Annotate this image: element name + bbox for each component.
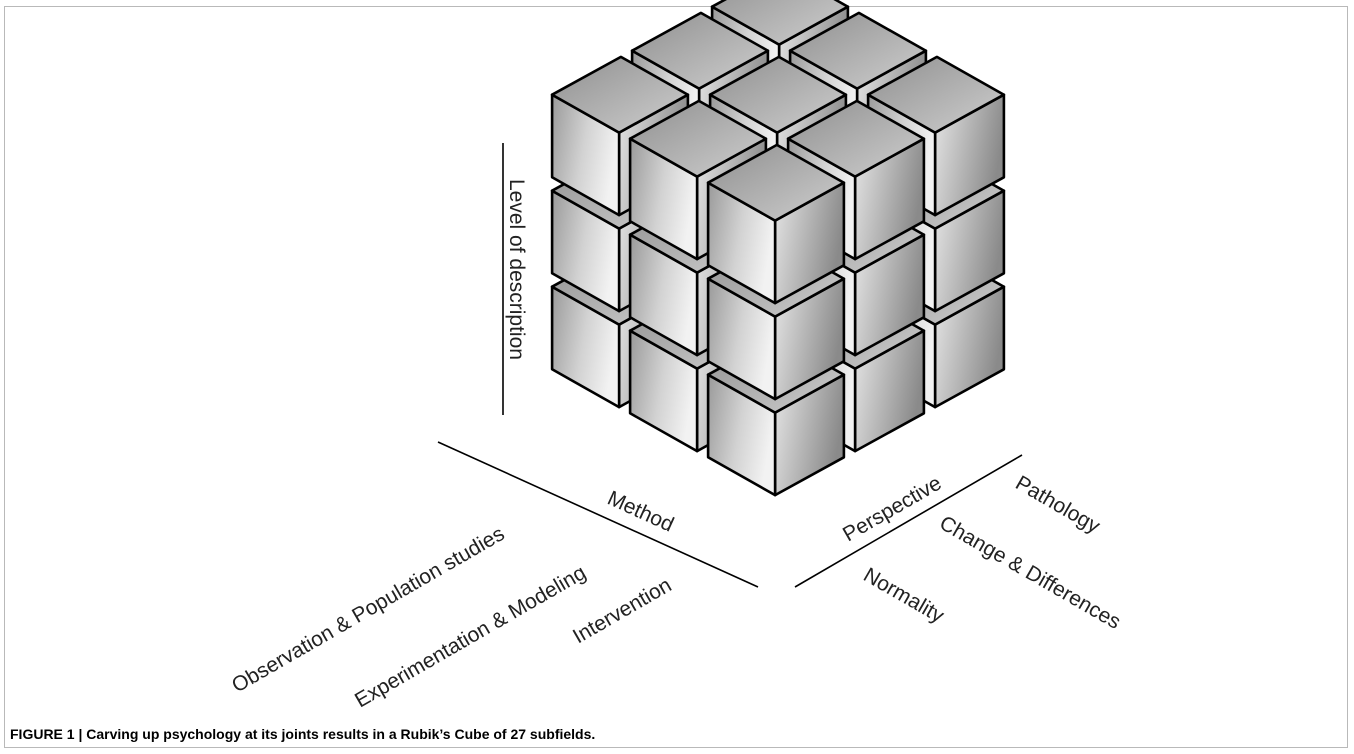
block-2-0-0-top-face	[550, 55, 690, 134]
perspective-axis-line	[794, 454, 1023, 588]
block-2-1-0-top-face	[630, 11, 770, 90]
method-level-observation: Observation & Population studies	[228, 522, 508, 697]
cube-blocks	[550, 0, 1006, 497]
method-axis-line	[437, 441, 759, 588]
method-level-experimentation: Experimentation & Modeling	[351, 561, 590, 712]
block-1-1-0-top-face	[708, 55, 848, 134]
block-1-0-0-top-face	[628, 99, 768, 178]
method-level-intervention: Intervention	[569, 574, 676, 649]
block-1-2-0-top-face	[788, 11, 928, 90]
perspective-level-normality: Normality	[860, 563, 949, 628]
block-0-2-0-top-face	[866, 55, 1006, 134]
figure-caption: FIGURE 1 | Carving up psychology at its …	[10, 726, 596, 742]
block-2-2-0-top-face	[710, 0, 850, 46]
vertical-axis-title: Level of description	[505, 179, 528, 360]
figure-frame	[4, 6, 1348, 748]
block-0-1-0-top-face	[786, 99, 926, 178]
perspective-level-pathology: Pathology	[1012, 471, 1105, 538]
method-axis-title: Method	[604, 487, 677, 537]
block-0-0-0-top-face	[706, 143, 846, 222]
